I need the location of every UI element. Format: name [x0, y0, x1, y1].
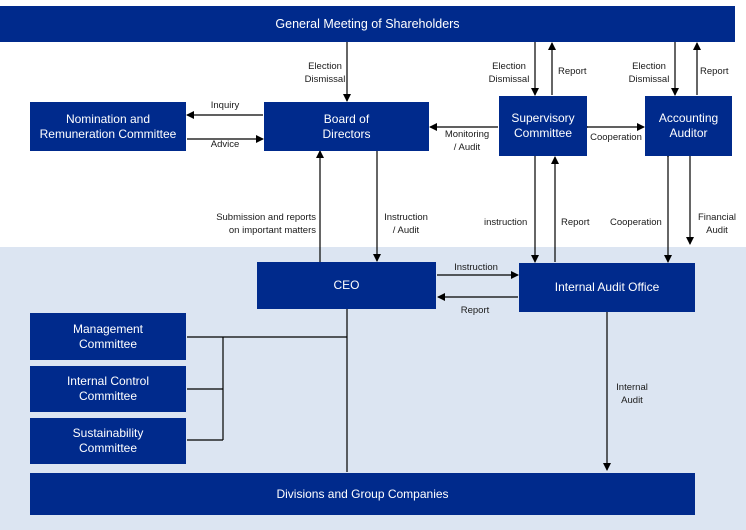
- internal-control-committee-box: Internal Control Committee: [30, 366, 186, 412]
- accounting-auditor-label: Accounting Auditor: [658, 111, 719, 140]
- label-instruction-ceo: Instruction: [454, 262, 498, 273]
- divisions-label: Divisions and Group Companies: [276, 486, 449, 501]
- divisions-box: Divisions and Group Companies: [30, 473, 695, 515]
- management-committee-box: Management Committee: [30, 313, 186, 360]
- label-submission-reports: Submission and reports on important matt…: [216, 212, 316, 236]
- nomination-committee-label: Nomination and Remuneration Committee: [39, 111, 177, 141]
- label-report-ceo: Report: [460, 305, 490, 316]
- ceo-label: CEO: [333, 278, 360, 292]
- shareholders-box: General Meeting of Shareholders: [0, 6, 735, 42]
- sustainability-committee-box: Sustainability Committee: [30, 418, 186, 464]
- management-committee-label: Management Committee: [72, 321, 144, 351]
- label-instruction-audit: Instruction / Audit: [384, 212, 428, 236]
- board-of-directors-box: Board of Directors: [264, 102, 429, 151]
- board-of-directors-label: Board of Directors: [322, 111, 371, 141]
- label-election-dismissal-supervisory: Election Dismissal: [488, 61, 530, 85]
- label-monitoring-audit: Monitoring / Audit: [444, 129, 490, 153]
- internal-audit-office-box: Internal Audit Office: [519, 263, 695, 312]
- ceo-box: CEO: [257, 262, 436, 309]
- accounting-auditor-box: Accounting Auditor: [645, 96, 732, 156]
- sustainability-committee-label: Sustainability Committee: [72, 426, 144, 455]
- supervisory-committee-box: Supervisory Committee: [499, 96, 587, 156]
- nomination-committee-box: Nomination and Remuneration Committee: [30, 102, 186, 151]
- label-instruction-lower: instruction: [484, 217, 528, 228]
- label-report-auditor: Report: [700, 66, 729, 77]
- internal-audit-office-label: Internal Audit Office: [554, 280, 660, 294]
- label-inquiry: Inquiry: [210, 100, 240, 111]
- label-election-dismissal-auditor: Election Dismissal: [628, 61, 670, 85]
- label-cooperation-lower: Cooperation: [610, 217, 662, 228]
- label-election-dismissal-board: Election Dismissal: [304, 61, 346, 85]
- label-financial-audit: Financial Audit: [697, 212, 737, 236]
- label-report-supervisory: Report: [558, 66, 587, 77]
- label-report-lower: Report: [561, 217, 590, 228]
- label-cooperation-top: Cooperation: [590, 132, 642, 143]
- shareholders-label: General Meeting of Shareholders: [275, 16, 460, 31]
- label-advice: Advice: [210, 139, 240, 150]
- label-internal-audit: Internal Audit: [616, 382, 648, 406]
- internal-control-committee-label: Internal Control Committee: [66, 374, 150, 403]
- supervisory-committee-label: Supervisory Committee: [511, 111, 575, 140]
